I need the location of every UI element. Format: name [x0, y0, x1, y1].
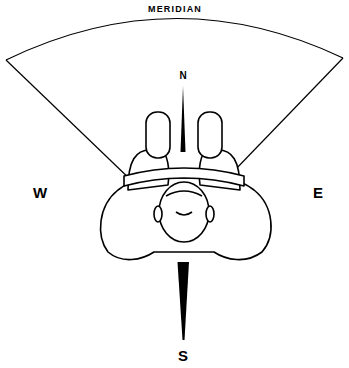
right-hand: [198, 112, 222, 158]
north-pointer: [181, 86, 186, 152]
compass-letter: S: [178, 348, 188, 363]
shoulders: [101, 177, 271, 260]
meridian-label: MERIDIAN: [148, 5, 202, 14]
ear: [206, 206, 214, 222]
compass-letter: E: [313, 185, 323, 200]
ear: [154, 206, 162, 222]
compass-letter: N: [179, 71, 186, 81]
meridian-arc: [6, 18, 343, 60]
head: [159, 182, 209, 242]
brow: [166, 191, 202, 196]
compass-letter: W: [33, 185, 47, 200]
left-hand: [146, 112, 170, 158]
nose: [176, 212, 192, 215]
south-pointer: [178, 262, 190, 340]
